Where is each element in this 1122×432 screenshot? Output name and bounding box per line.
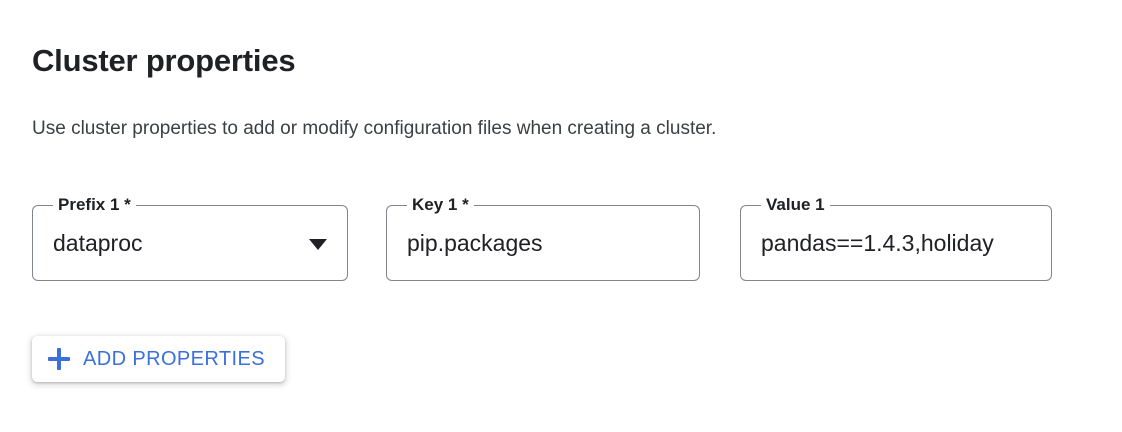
value-1-value: pandas==1.4.3,holiday (761, 230, 994, 256)
value-1-label: Value 1 (761, 195, 830, 215)
page-description: Use cluster properties to add or modify … (32, 118, 717, 139)
key-1-value: pip.packages (407, 230, 543, 256)
prefix-1-value: dataproc (53, 230, 143, 256)
prefix-1-label: Prefix 1 * (53, 195, 136, 215)
key-1-label: Key 1 * (407, 195, 474, 215)
value-1-input[interactable]: Value 1 pandas==1.4.3,holiday (740, 195, 1052, 281)
chevron-down-icon[interactable] (309, 239, 327, 250)
add-properties-button[interactable]: ADD PROPERTIES (32, 336, 285, 382)
prefix-1-select[interactable]: Prefix 1 * dataproc (32, 195, 348, 281)
page-title: Cluster properties (32, 42, 296, 78)
add-properties-label: ADD PROPERTIES (83, 347, 265, 370)
plus-icon (48, 348, 70, 370)
key-1-input[interactable]: Key 1 * pip.packages (386, 195, 700, 281)
